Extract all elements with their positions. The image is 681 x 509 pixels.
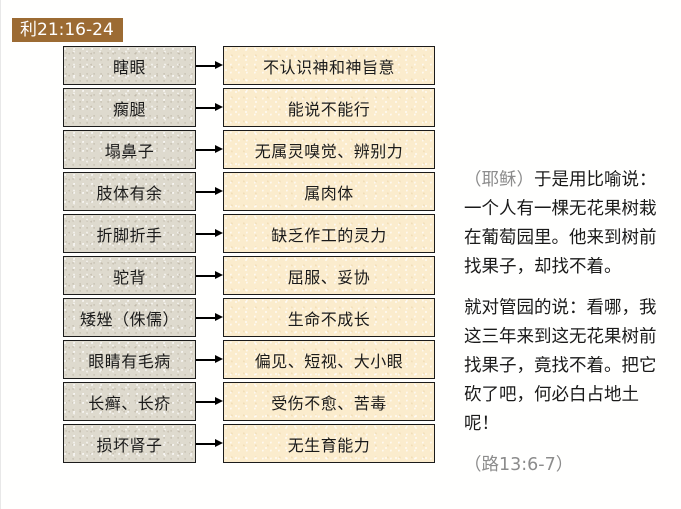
arrow-right-icon (196, 61, 223, 70)
arrow-right-icon (196, 103, 223, 112)
scripture-paragraph-2: 就对管园的说：看哪，我这三年来到这无花果树前找果子，竟找不着。把它砍了吧，何必白… (464, 298, 657, 434)
cause-effect-diagram: 瞎眼不认识神和神旨意瘸腿能说不能行塌鼻子无属灵嗅觉、辨别力肢体有余属肉体折脚折手… (63, 46, 435, 467)
arrow-head (215, 355, 223, 364)
arrow-head (215, 187, 223, 196)
diagram-row: 眼睛有毛病偏见、短视、大小眼 (63, 340, 435, 379)
scripture-citation: （路13:6-7） (464, 455, 574, 475)
arrow-shaft (196, 65, 216, 67)
diagram-row: 损坏肾子无生育能力 (63, 424, 435, 463)
cause-box: 瞎眼 (63, 46, 196, 85)
arrow-shaft (196, 191, 216, 193)
effect-box: 能说不能行 (223, 88, 435, 127)
arrow-shaft (196, 149, 216, 151)
arrow-right-icon (196, 313, 223, 322)
arrow-head (215, 271, 223, 280)
arrow-head (215, 145, 223, 154)
arrow-right-icon (196, 229, 223, 238)
diagram-row: 长癣、长疥受伤不愈、苦毒 (63, 382, 435, 421)
cause-box: 驼背 (63, 256, 196, 295)
arrow-right-icon (196, 187, 223, 196)
cause-box: 损坏肾子 (63, 424, 196, 463)
arrow-shaft (196, 107, 216, 109)
arrow-right-icon (196, 271, 223, 280)
speaker-label: （耶稣） (464, 170, 534, 190)
arrow-shaft (196, 401, 216, 403)
diagram-row: 瘸腿能说不能行 (63, 88, 435, 127)
cause-box: 肢体有余 (63, 172, 196, 211)
effect-box: 屈服、妥协 (223, 256, 435, 295)
diagram-row: 驼背屈服、妥协 (63, 256, 435, 295)
arrow-head (215, 61, 223, 70)
diagram-row: 折脚折手缺乏作工的灵力 (63, 214, 435, 253)
effect-box: 无生育能力 (223, 424, 435, 463)
cause-box: 矮矬（侏儒） (63, 298, 196, 337)
arrow-right-icon (196, 397, 223, 406)
effect-box: 缺乏作工的灵力 (223, 214, 435, 253)
scripture-paragraph-1-body: 于是用比喻说：一个人有一棵无花果树栽在葡萄园里。他来到树前找果子，却找不着。 (464, 170, 657, 277)
arrow-right-icon (196, 355, 223, 364)
arrow-head (215, 229, 223, 238)
cause-box: 瘸腿 (63, 88, 196, 127)
arrow-head (215, 397, 223, 406)
arrow-shaft (196, 233, 216, 235)
arrow-right-icon (196, 145, 223, 154)
cause-box: 折脚折手 (63, 214, 196, 253)
scripture-paragraph-1: （耶稣）于是用比喻说：一个人有一棵无花果树栽在葡萄园里。他来到树前找果子，却找不… (464, 166, 664, 282)
cause-box: 长癣、长疥 (63, 382, 196, 421)
diagram-row: 矮矬（侏儒） 生命不成长 (63, 298, 435, 337)
cause-box: 眼睛有毛病 (63, 340, 196, 379)
effect-box: 受伤不愈、苦毒 (223, 382, 435, 421)
effect-box: 不认识神和神旨意 (223, 46, 435, 85)
arrow-right-icon (196, 439, 223, 448)
effect-box: 属肉体 (223, 172, 435, 211)
arrow-shaft (196, 443, 216, 445)
arrow-head (215, 313, 223, 322)
diagram-row: 肢体有余属肉体 (63, 172, 435, 211)
arrow-shaft (196, 359, 216, 361)
effect-box: 生命不成长 (223, 298, 435, 337)
arrow-shaft (196, 275, 216, 277)
diagram-row: 瞎眼不认识神和神旨意 (63, 46, 435, 85)
cause-box: 塌鼻子 (63, 130, 196, 169)
diagram-row: 塌鼻子无属灵嗅觉、辨别力 (63, 130, 435, 169)
effect-box: 无属灵嗅觉、辨别力 (223, 130, 435, 169)
arrow-head (215, 439, 223, 448)
scripture-reference-tag: 利21:16-24 (12, 18, 123, 42)
arrow-shaft (196, 317, 216, 319)
arrow-head (215, 103, 223, 112)
scripture-text-block: （耶稣）于是用比喻说：一个人有一棵无花果树栽在葡萄园里。他来到树前找果子，却找不… (464, 166, 664, 480)
effect-box: 偏见、短视、大小眼 (223, 340, 435, 379)
